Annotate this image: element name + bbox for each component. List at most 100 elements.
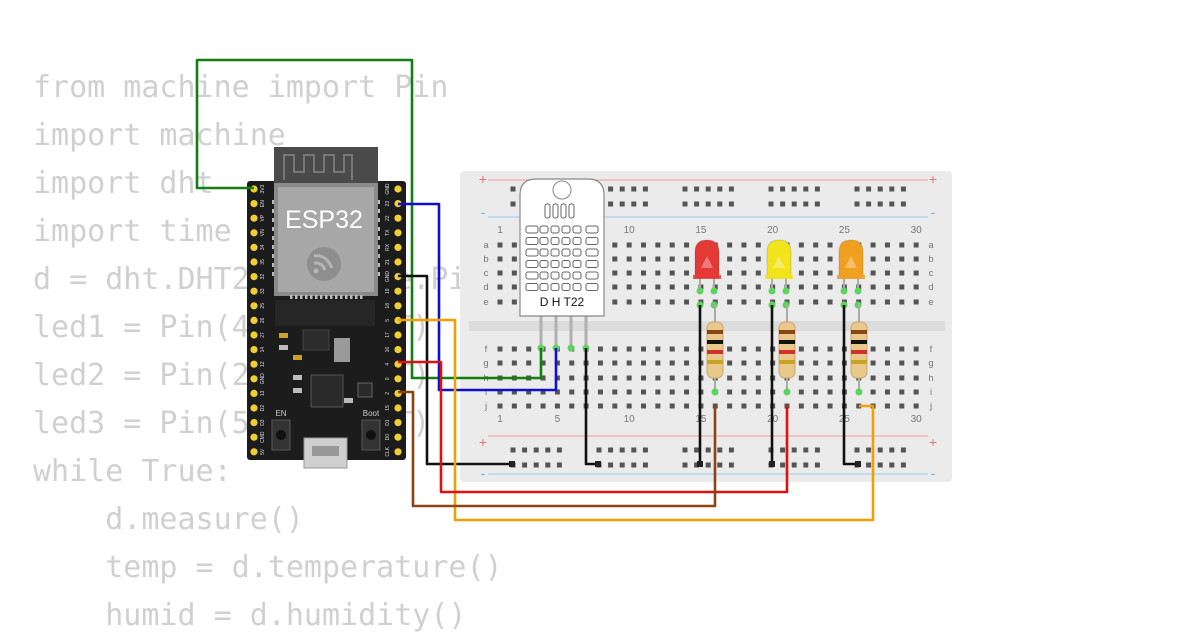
breadboard-hole [684,346,690,352]
dht22-vent-slot [525,271,539,280]
breadboard-hole [899,299,905,305]
dht22-vent-slot [585,237,599,245]
breadboard-hole [727,389,733,395]
connection-dot [696,287,704,295]
breadboard-hole [755,360,761,366]
rail-hole [717,462,723,468]
breadboard-hole [884,360,890,366]
breadboard-hole [798,389,804,395]
rail-hole [717,201,723,207]
dht22-vent-slot [561,260,571,268]
rail-hole [803,462,809,468]
chip-pin [378,272,380,276]
rail-hole [900,186,906,192]
chip-pin [378,236,380,240]
rail-hole [780,447,786,453]
esp32-pin-label-left: 26 [260,317,266,323]
esp32-pin-label-left: 25 [260,303,266,309]
esp32-pin-label-right: 19 [385,288,391,294]
rail-hole [694,447,700,453]
breadboard-row-letter: e [483,297,488,308]
breadboard-hole [626,256,632,262]
esp32-pin-right [394,331,402,339]
esp32-pin-left [250,404,258,412]
breadboard-hole [913,389,919,395]
code-line: from machine import Pin [33,70,449,105]
chip-pin [315,295,318,299]
breadboard-hole [798,346,804,352]
rail-hole [728,462,734,468]
dht22-vent-slot [585,248,599,257]
esp32-pin-label-right: 5 [385,319,391,322]
breadboard-hole [497,299,503,305]
breadboard-hole [554,403,560,409]
breadboard-hole [626,270,632,276]
breadboard-row-letter: f [485,344,488,355]
rail-hole [642,447,648,453]
dht22-vent-slot [572,237,582,245]
dht22-vent-slot [550,237,560,245]
breadboard-hole [741,284,747,290]
rail-hole [510,447,516,453]
esp32-pin-label-right: 0 [385,377,391,380]
rail-hole [619,201,625,207]
chip-pin [272,209,274,213]
boot-button-knob[interactable] [366,430,376,440]
led-yellow [765,239,793,309]
led-highlight [845,256,857,268]
wire-brown-gpio4 [398,390,717,508]
esp32-pin-left [250,331,258,339]
breadboard-hole [497,284,503,290]
breadboard-hole [913,360,919,366]
rail-polarity-label: - [481,204,486,220]
breadboard-hole [827,270,833,276]
esp32-pin-left [250,419,258,427]
esp32-pin-right [394,375,402,383]
rail-hole [705,462,711,468]
breadboard-hole [540,360,546,366]
rail-hole [510,201,516,207]
chip-pin [310,295,313,299]
dht22-top-slot [560,203,567,219]
breadboard-hole [813,270,819,276]
breadboard-hole [870,360,876,366]
dht22-vent-slot [572,225,582,234]
breadboard-row-letter: d [928,282,933,293]
en-button-knob[interactable] [276,430,286,440]
esp32-pin-right [394,346,402,354]
connection-dot [711,388,719,396]
breadboard-hole [870,375,876,381]
chip-pin [272,254,274,258]
breadboard-hole [798,403,804,409]
dht22-vent-slot [572,283,582,291]
breadboard-hole [669,284,675,290]
breadboard-hole [884,270,890,276]
esp32-pin-right [394,287,402,295]
resistor-band [779,340,795,344]
breadboard-hole [870,270,876,276]
rail-hole [631,447,637,453]
resistor-band [779,330,795,334]
breadboard-hole [870,389,876,395]
connection-dot [710,287,718,295]
esp32-pin-left [250,200,258,208]
rail-hole [682,186,688,192]
rail-hole [780,186,786,192]
breadboard-hole [655,346,661,352]
breadboard-hole [641,242,646,248]
chip-pin [335,295,338,299]
breadboard-hole [913,242,919,248]
breadboard-hole [612,360,618,366]
smd-resistor [279,345,288,350]
esp32-pin-label-left: EN [260,200,266,207]
breadboard-hole [741,375,747,381]
breadboard-hole [913,346,919,352]
esp32-pin-label-left: 32 [260,274,266,280]
breadboard-hole [684,242,690,248]
esp32-pin-label-right: 4 [385,363,391,366]
rail-hole [866,186,872,192]
breadboard-hole [655,375,661,381]
breadboard-hole [727,270,733,276]
breadboard-hole [554,360,560,366]
